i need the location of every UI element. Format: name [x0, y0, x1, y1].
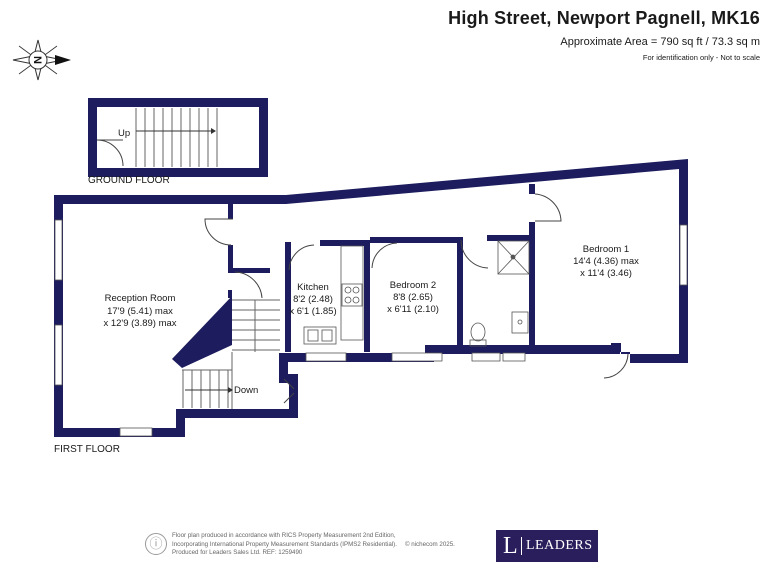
kitchen-dim2: x 6'1 (1.85) — [289, 306, 336, 317]
bathroom-fittings — [469, 240, 530, 347]
compass-icon: N — [12, 39, 71, 81]
page-title: High Street, Newport Pagnell, MK16 — [448, 8, 760, 28]
first-floor-plan: Reception Room 17'9 (5.41) max x 12'9 (3… — [54, 159, 688, 437]
footer-line-1: Floor plan produced in accordance with R… — [172, 532, 396, 539]
reception-room-name: Reception Room — [105, 293, 176, 304]
stairs-down-label: Down — [234, 385, 258, 396]
bedroom-1-dim2: x 11'4 (3.46) — [580, 268, 632, 279]
footer-line-2: Incorporating International Property Mea… — [172, 540, 397, 548]
kitchen-name: Kitchen — [297, 282, 329, 293]
footer-disclaimer: Floor plan produced in accordance with R… — [172, 532, 455, 558]
bedroom-1-name: Bedroom 1 — [583, 244, 629, 255]
ground-floor-walls — [88, 98, 268, 177]
kitchen-fittings — [303, 245, 364, 345]
approximate-area: Approximate Area = 790 sq ft / 73.3 sq m — [560, 36, 760, 48]
info-icon: ⓘ — [145, 533, 167, 555]
ground-floor-stairs — [135, 108, 218, 167]
footer-line-3: Produced for Leaders Sales Ltd. REF: 125… — [172, 549, 303, 557]
footer-copyright: © nichecom 2025. — [404, 540, 455, 548]
reception-room-dim1: 17'9 (5.41) max — [107, 306, 173, 317]
ground-floor-label: GROUND FLOOR — [88, 175, 170, 186]
disclaimer-note: For identification only - Not to scale — [642, 53, 760, 62]
door-swings — [204, 193, 629, 379]
ground-floor-door — [96, 139, 124, 167]
stairs-up-label: Up — [118, 128, 130, 139]
logo-wordmark: LEADERS — [526, 538, 593, 553]
bedroom-2-dim1: 8'8 (2.65) — [393, 292, 433, 303]
logo-divider — [521, 537, 522, 555]
first-floor-label: FIRST FLOOR — [54, 444, 120, 455]
bedroom-1-dim1: 14'4 (4.36) max — [573, 256, 639, 267]
compass-letter: N — [31, 56, 43, 64]
reception-room-dim2: x 12'9 (3.89) max — [103, 318, 176, 329]
first-floor-inner-walls — [172, 184, 535, 418]
logo-monogram: L — [503, 533, 518, 559]
bedroom-2-dim2: x 6'11 (2.10) — [387, 304, 439, 315]
leaders-logo: L LEADERS — [496, 530, 598, 562]
windows — [54, 219, 688, 437]
bedroom-2-name: Bedroom 2 — [390, 280, 436, 291]
kitchen-dim1: 8'2 (2.48) — [293, 294, 333, 305]
cupboard-door — [283, 378, 295, 404]
first-floor-stairs — [182, 299, 280, 409]
ground-floor-plan: Up — [88, 98, 268, 177]
